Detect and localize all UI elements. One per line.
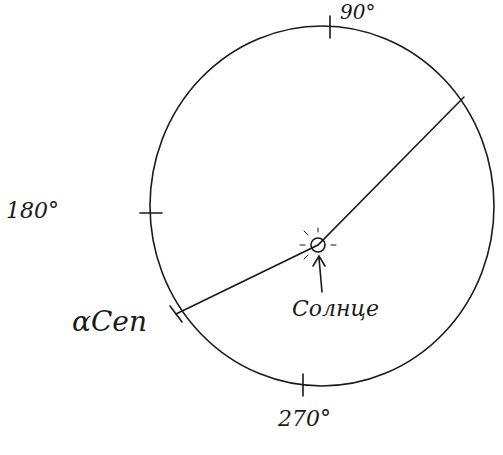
angle-label: 90°	[340, 2, 375, 22]
angle-label: 270°	[278, 408, 331, 430]
tick-90	[329, 16, 331, 38]
acen-tick	[170, 306, 182, 322]
orbit-circle	[150, 26, 494, 386]
star-label: αCen	[72, 308, 147, 336]
sun-pointer	[319, 258, 322, 292]
sun-rays	[300, 228, 336, 259]
direction-line	[176, 97, 464, 314]
tick-270	[302, 374, 304, 396]
sun-label: Солнце	[292, 298, 379, 320]
sun-pointer-head	[313, 256, 325, 266]
tick-180	[140, 212, 162, 214]
sun-symbol	[311, 238, 325, 252]
angle-label: 180°	[6, 200, 59, 222]
